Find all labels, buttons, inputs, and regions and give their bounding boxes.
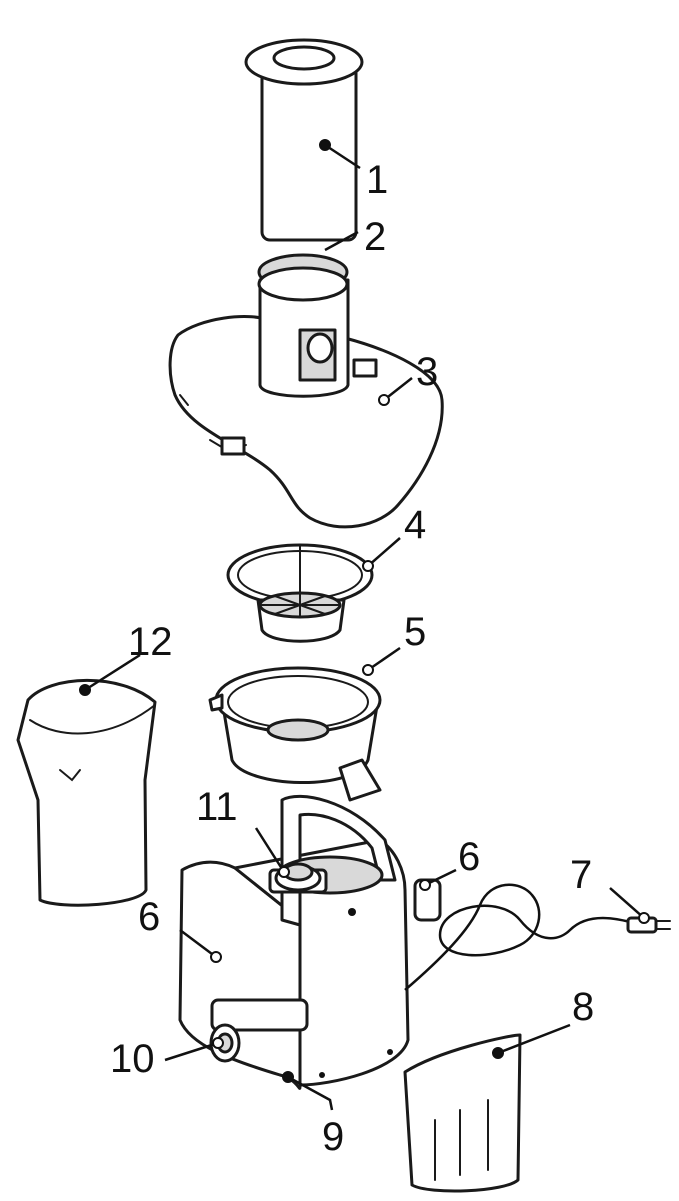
- pulp-container: [403, 1033, 522, 1193]
- power-cord: [404, 883, 671, 991]
- callout-5: 5: [404, 610, 426, 654]
- callout-4: 4: [404, 503, 426, 547]
- juicer-lid: [168, 315, 444, 529]
- callout-10: 10: [110, 1037, 155, 1081]
- callout-2: 2: [364, 215, 386, 259]
- callout-labels: 1 2 3 4 5 6 6 7 8 9 10 11 12: [110, 158, 594, 1159]
- food-pusher: [244, 38, 364, 242]
- callout-1: 1: [366, 158, 388, 202]
- callout-3: 3: [416, 350, 438, 394]
- feed-chute: [257, 253, 350, 398]
- juice-jug: [16, 678, 157, 907]
- callout-9: 9: [322, 1115, 344, 1159]
- juice-collector-bowl: [208, 666, 382, 802]
- callout-6-right: 6: [458, 835, 480, 879]
- leader-dots: [79, 139, 650, 1083]
- leader-lines: [84, 143, 645, 1111]
- motor-base: [178, 794, 442, 1090]
- callout-12: 12: [128, 620, 173, 664]
- callout-6-left: 6: [138, 895, 160, 939]
- callout-8: 8: [572, 985, 594, 1029]
- callout-11: 11: [196, 785, 238, 829]
- callout-7: 7: [570, 853, 592, 897]
- filter-basket: [226, 543, 374, 643]
